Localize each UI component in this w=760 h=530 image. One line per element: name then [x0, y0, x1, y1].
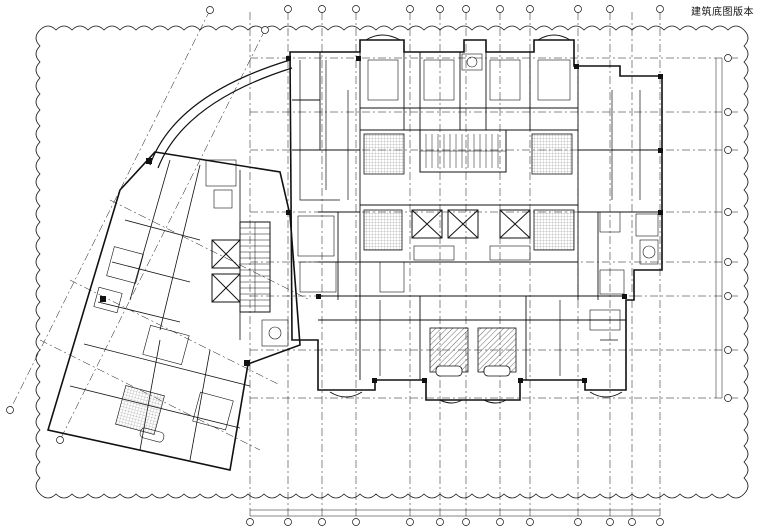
- bathtubs: [435, 365, 511, 377]
- rotated-grid-lines: [9, 9, 311, 451]
- left-wing-fixtures: [93, 159, 237, 443]
- drawing-title: 建筑底图版本: [691, 7, 754, 18]
- fixtures: [261, 53, 659, 347]
- left-wing-walls: [46, 151, 301, 471]
- left-wing-interior: [69, 159, 251, 461]
- hatched-bathrooms: [363, 133, 575, 373]
- grid-lines: [249, 12, 740, 522]
- column-markers: [100, 56, 663, 383]
- grid-bubbles-bottom: [6, 406, 664, 526]
- left-elevators: [211, 239, 241, 303]
- grid-bubbles-right: [724, 54, 732, 402]
- revision-cloud: [35, 25, 749, 499]
- interior-walls: [292, 52, 662, 380]
- dimension-lines: [250, 58, 723, 517]
- grid-bubbles-top: [206, 5, 664, 34]
- bay-windows: [329, 34, 623, 404]
- service-lines: [299, 60, 641, 376]
- elevator-shafts: [411, 209, 531, 239]
- curved-facade: [149, 59, 293, 169]
- stair-core: [419, 129, 507, 173]
- main-building-walls: [289, 39, 663, 401]
